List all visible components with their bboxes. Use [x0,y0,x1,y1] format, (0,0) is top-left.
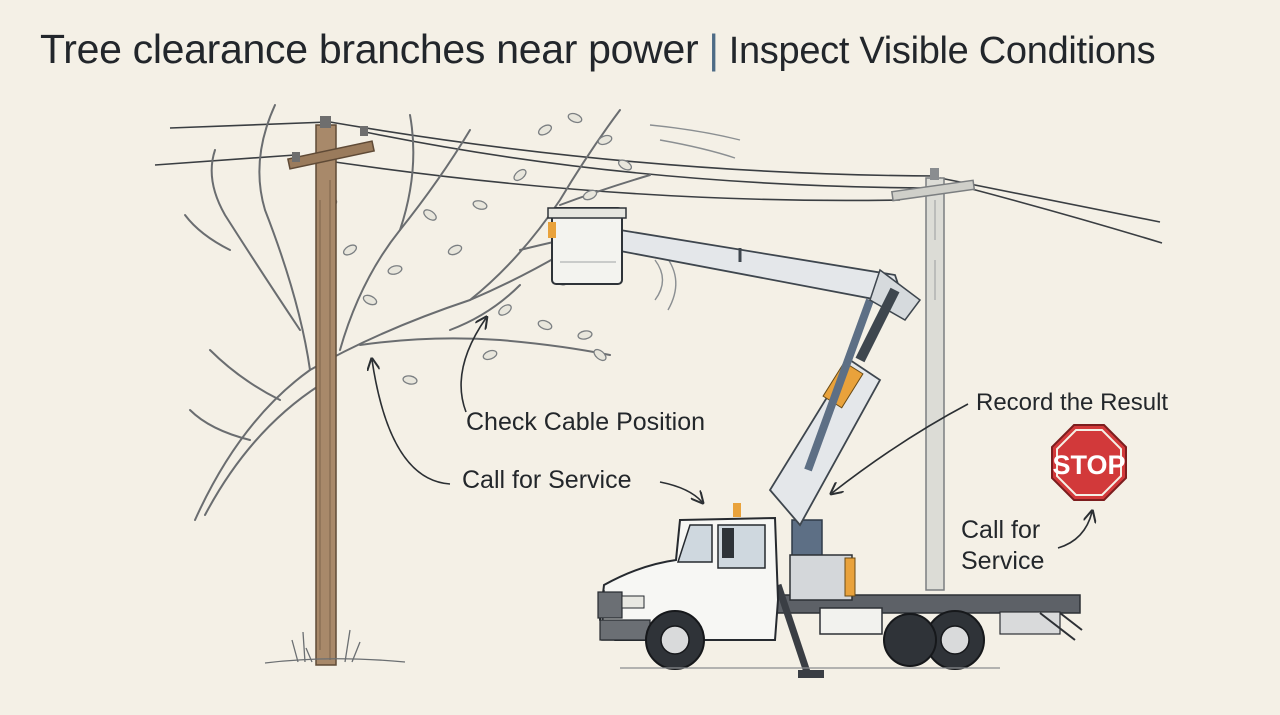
callout-call-service-right: Call for Service [961,515,1044,576]
tree [184,104,651,521]
concrete-pole [890,168,976,591]
grass [264,629,406,664]
callout-record-result: Record the Result [976,389,1169,416]
title-subtitle: Inspect Visible Conditions [728,30,1156,72]
stop-sign-text: STOP [1052,450,1125,480]
callout-arrows [372,318,1092,549]
callout-call-service-right-line2: Service [961,546,1045,575]
callout-call-service-left: Call for Service [462,466,632,494]
tree-leaves [322,112,633,385]
power-lines [154,121,1163,244]
callout-check-cable: Check Cable Position [466,408,706,436]
bucket-truck [547,207,1083,678]
wooden-pole [287,116,375,666]
title-main: Tree clearance branches near power [40,26,699,72]
page-title: Tree clearance branches near power|Inspe… [40,26,1156,73]
stop-sign: STOP [1051,424,1127,501]
title-separator: | [708,26,719,72]
callout-call-service-right-line1: Call for [961,516,1041,544]
motion-lines [649,124,741,311]
